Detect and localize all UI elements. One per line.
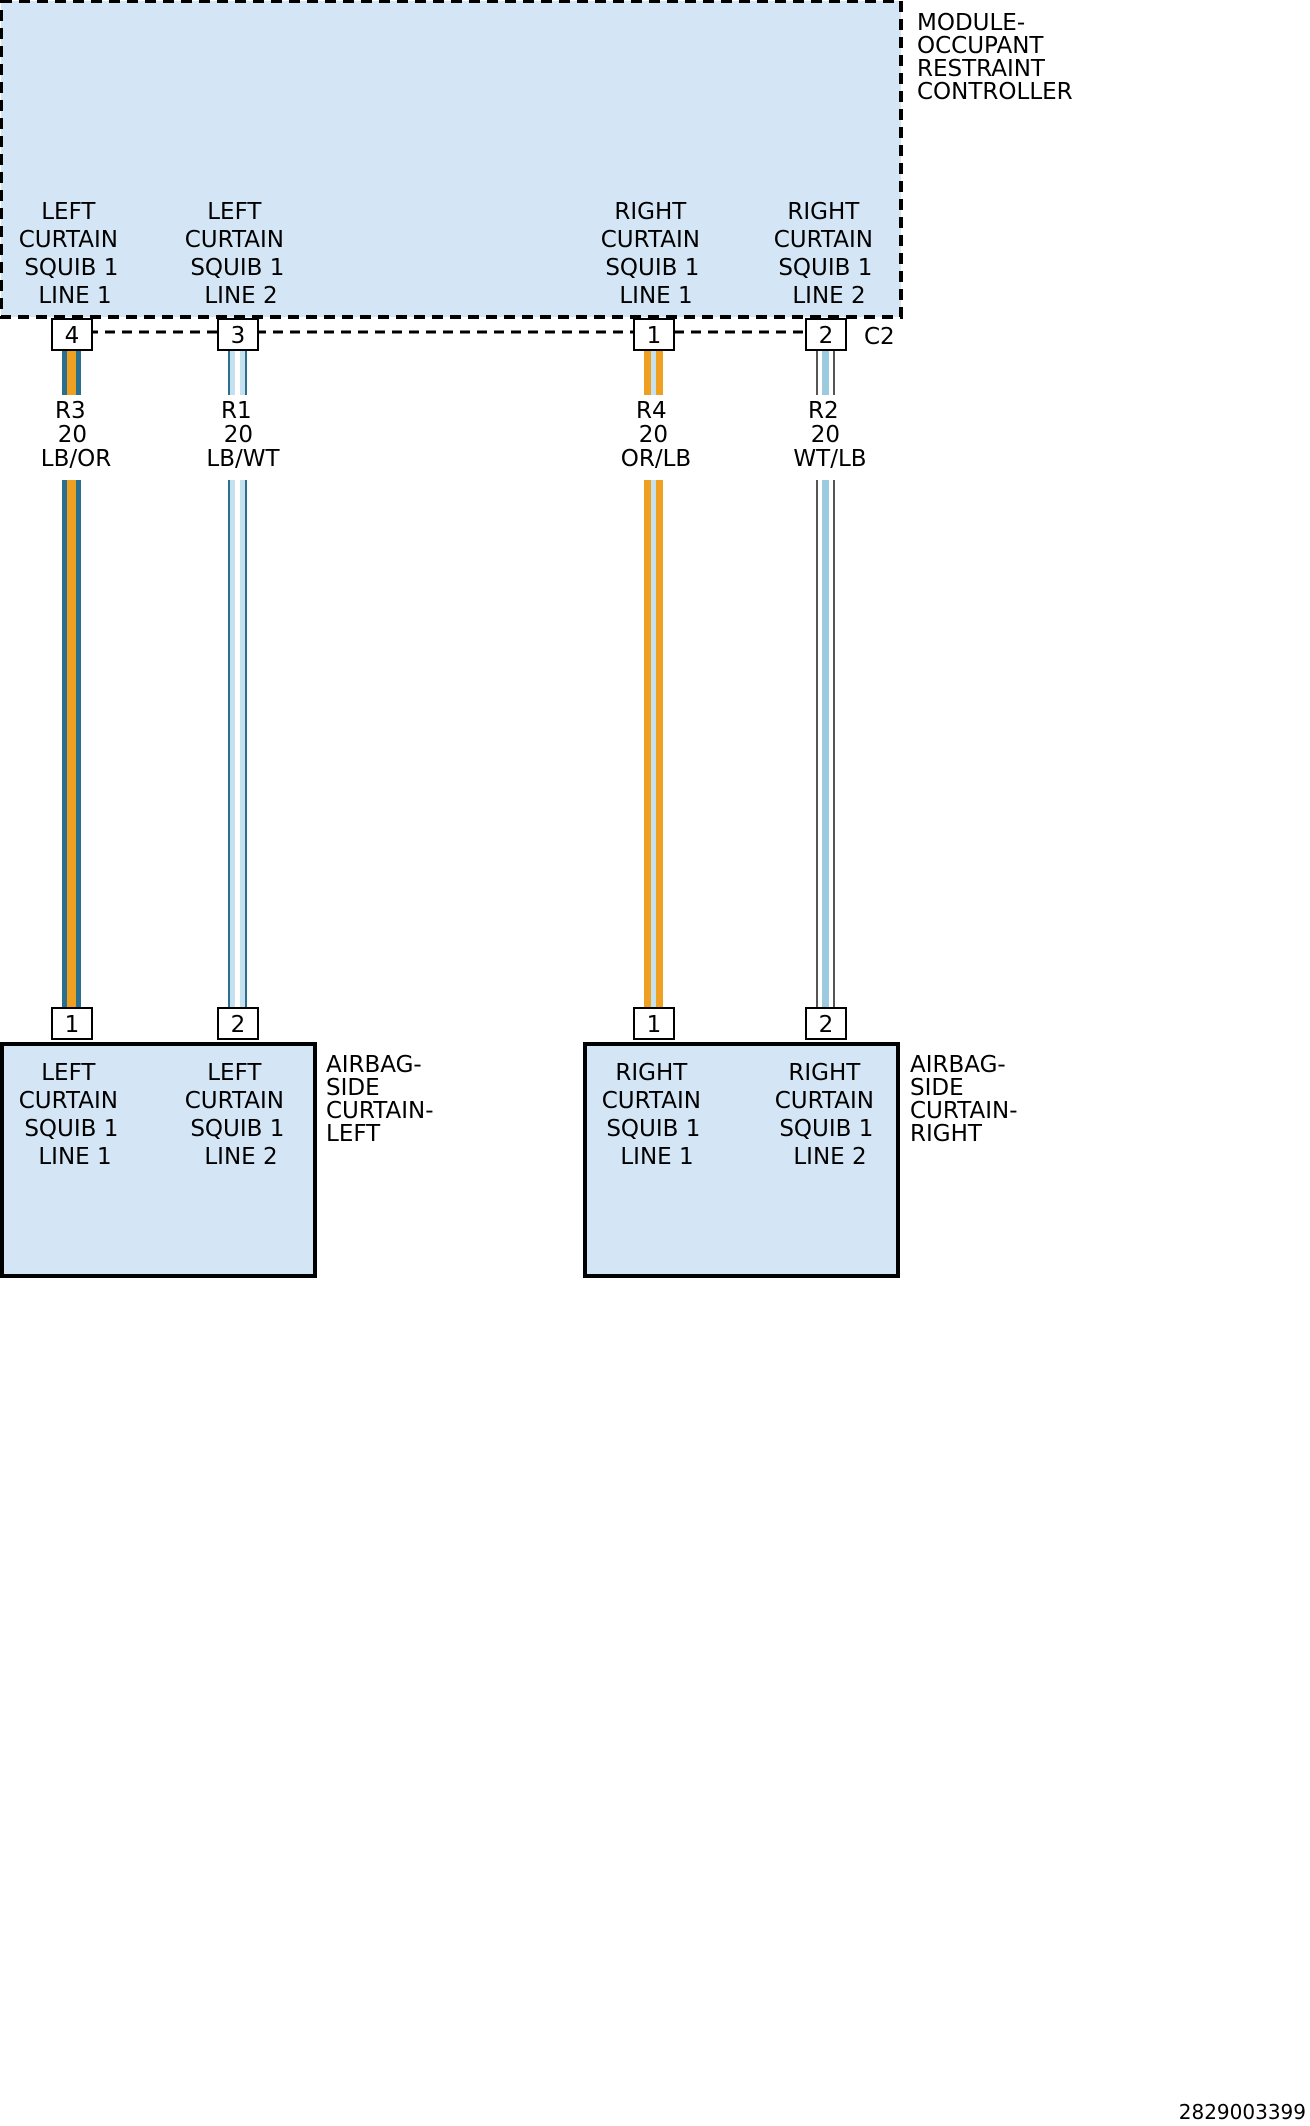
component-pin: 2 — [217, 1007, 259, 1040]
component-box-right — [583, 1042, 900, 1278]
svg-text:2: 2 — [819, 323, 834, 349]
svg-text:1: 1 — [647, 1012, 662, 1038]
wire-r1 — [228, 350, 247, 1010]
wire-label: R2 20 WT/LB — [793, 398, 866, 472]
component-pin-label: RIGHT CURTAIN SQUIB 1 LINE 1 — [602, 1060, 709, 1170]
component-pin-label: RIGHT CURTAIN SQUIB 1 LINE 2 — [775, 1060, 882, 1170]
module-pin: 4 — [51, 318, 93, 351]
module-circuit-label: RIGHT CURTAIN SQUIB 1 LINE 1 — [601, 199, 708, 309]
document-number: 2829003399 — [1179, 2100, 1306, 2124]
svg-text:2: 2 — [819, 1012, 834, 1038]
wire-r3 — [62, 350, 81, 1010]
component-box-left — [0, 1042, 317, 1278]
component-pin-label: LEFT CURTAIN SQUIB 1 LINE 1 — [19, 1060, 126, 1170]
component-pin: 1 — [51, 1007, 93, 1040]
component-name-right: AIRBAG- SIDE CURTAIN- RIGHT — [910, 1052, 1025, 1147]
wire-r4 — [644, 350, 663, 1010]
component-pin: 2 — [805, 1007, 847, 1040]
module-name: MODULE- OCCUPANT RESTRAINT CONTROLLER — [917, 10, 1073, 105]
connector-id: C2 — [864, 324, 895, 350]
module-pin: 2 — [805, 318, 847, 351]
module-pin: 1 — [633, 318, 675, 351]
module-circuit-label: RIGHT CURTAIN SQUIB 1 LINE 2 — [774, 199, 881, 309]
wire-r2 — [816, 350, 835, 1010]
module-box — [0, 0, 903, 319]
svg-text:1: 1 — [647, 323, 662, 349]
svg-text:1: 1 — [65, 1012, 80, 1038]
component-pin: 1 — [633, 1007, 675, 1040]
svg-text:3: 3 — [231, 323, 246, 349]
wire-label: R4 20 OR/LB — [621, 398, 691, 472]
wire-label: R3 20 LB/OR — [41, 398, 111, 472]
wire-label: R1 20 LB/WT — [206, 398, 280, 472]
module-circuit-label: LEFT CURTAIN SQUIB 1 LINE 2 — [185, 199, 292, 309]
svg-text:4: 4 — [65, 323, 80, 349]
component-name-left: AIRBAG- SIDE CURTAIN- LEFT — [326, 1052, 441, 1147]
module-circuit-label: LEFT CURTAIN SQUIB 1 LINE 1 — [19, 199, 126, 309]
svg-text:2: 2 — [231, 1012, 246, 1038]
component-pin-label: LEFT CURTAIN SQUIB 1 LINE 2 — [185, 1060, 292, 1170]
module-pin: 3 — [217, 318, 259, 351]
